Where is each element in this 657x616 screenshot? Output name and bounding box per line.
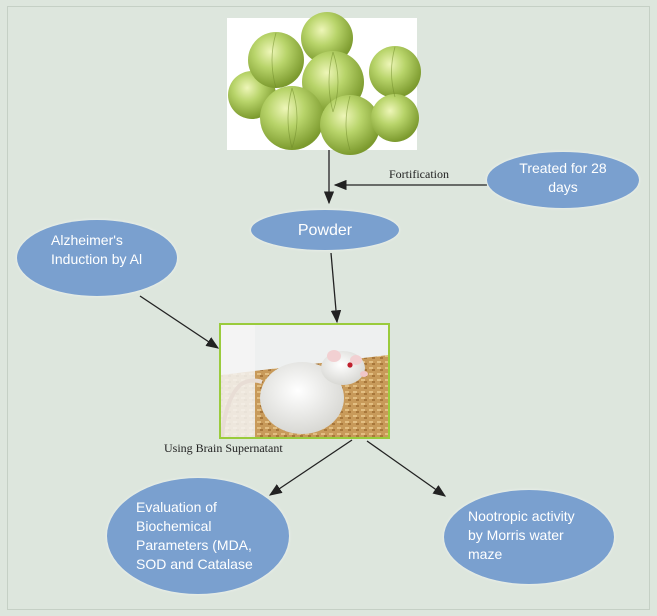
nootropic-ellipse: Nootropic activity by Morris water maze <box>444 490 614 584</box>
treated-ellipse: Treated for 28 days <box>487 152 639 208</box>
brain-supernatant-label: Using Brain Supernatant <box>164 441 283 455</box>
nootropic-text: Nootropic activity by Morris water maze <box>468 508 575 562</box>
diagram-frame <box>7 6 650 610</box>
white-rat-image <box>219 323 390 439</box>
powder-text: Powder <box>297 222 353 239</box>
arrow-powder-to-rat <box>330 252 342 324</box>
alzheimers-ellipse: Alzheimer's Induction by Al <box>17 220 177 296</box>
evaluation-text: Evaluation of Biochemical Parameters (MD… <box>136 499 253 572</box>
amla-fruit-image <box>227 12 421 155</box>
arrow-rat-to-evaluation <box>268 439 353 496</box>
treated-text: Treated for 28 days <box>519 160 607 195</box>
arrow-alzheimers-to-rat <box>139 295 220 349</box>
powder-ellipse: Powder <box>251 210 399 250</box>
fortification-label: Fortification <box>389 167 449 181</box>
evaluation-ellipse: Evaluation of Biochemical Parameters (MD… <box>107 478 289 594</box>
alzheimers-text: Alzheimer's Induction by Al <box>51 232 143 267</box>
arrow-rat-to-nootropic <box>366 440 447 497</box>
